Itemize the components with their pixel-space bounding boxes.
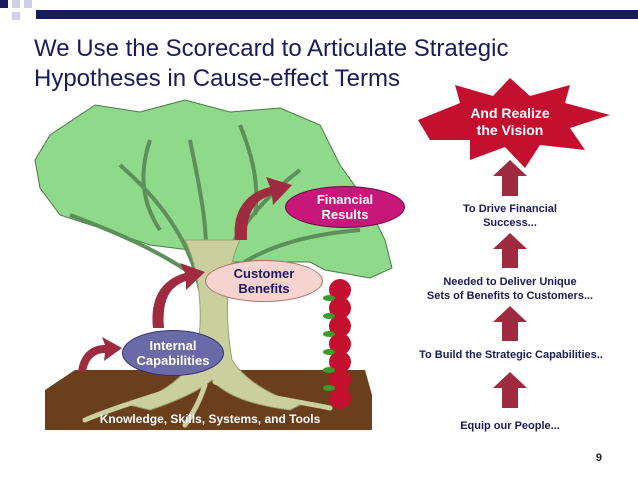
arrow-to-financial [234, 177, 292, 240]
internal-line-1: Internal [149, 338, 197, 353]
arrow-to-customer [152, 263, 205, 328]
financial-line-2: Results [321, 207, 369, 222]
header-decoration [0, 0, 638, 20]
ladder-arrow-4 [493, 372, 527, 408]
ladder-step-financial: To Drive Financial Success... [420, 202, 600, 230]
ground-label: Knowledge, Skills, Systems, and Tools [99, 412, 321, 426]
vision-text: And Realize the Vision [450, 105, 570, 139]
financial-line-1: Financial [316, 192, 374, 207]
ladder-arrow-2 [493, 233, 527, 268]
step2-line-2: Sets of Benefits to Customers... [426, 290, 594, 302]
step3: To Build the Strategic Capabilities.. [419, 349, 603, 361]
vision-line-1: And Realize [470, 105, 550, 121]
step2-line-1: Needed to Deliver Unique [443, 276, 577, 288]
ladder-arrow-3 [493, 306, 527, 341]
slide-title: We Use the Scorecard to Articulate Strat… [34, 34, 574, 94]
title-line-1: We Use the Scorecard to Articulate Strat… [34, 35, 509, 62]
arrow-to-internal [78, 337, 122, 372]
soil-ground [45, 370, 372, 430]
ladder-arrows [493, 160, 527, 408]
step4: Equip our People... [460, 420, 560, 432]
tree-foliage [34, 99, 393, 279]
financial-results-pill: Financial Results [285, 186, 405, 228]
tree-roots [82, 377, 333, 428]
title-line-2: Hypotheses in Cause-effect Terms [34, 65, 400, 92]
ladder-arrow-1 [493, 160, 527, 196]
ladder-step-capabilities: To Build the Strategic Capabilities.. [400, 348, 622, 362]
vision-line-2: the Vision [476, 122, 544, 138]
customer-line-1: Customer [233, 266, 295, 281]
page-number: 9 [595, 452, 602, 464]
ladder-step-people: Equip our People... [420, 419, 600, 433]
customer-benefits-pill: Customer Benefits [205, 260, 323, 302]
ladder-step-customers: Needed to Deliver Unique Sets of Benefit… [405, 275, 615, 303]
internal-capabilities-pill: Internal Capabilities [122, 330, 224, 376]
internal-line-2: Capabilities [136, 353, 210, 368]
step1-line-2: Success... [483, 217, 537, 229]
vision-burst [418, 78, 610, 168]
apple-chain [323, 279, 351, 409]
growth-arrows [78, 177, 292, 372]
step1-line-1: To Drive Financial [463, 203, 557, 215]
customer-line-2: Benefits [238, 281, 290, 296]
